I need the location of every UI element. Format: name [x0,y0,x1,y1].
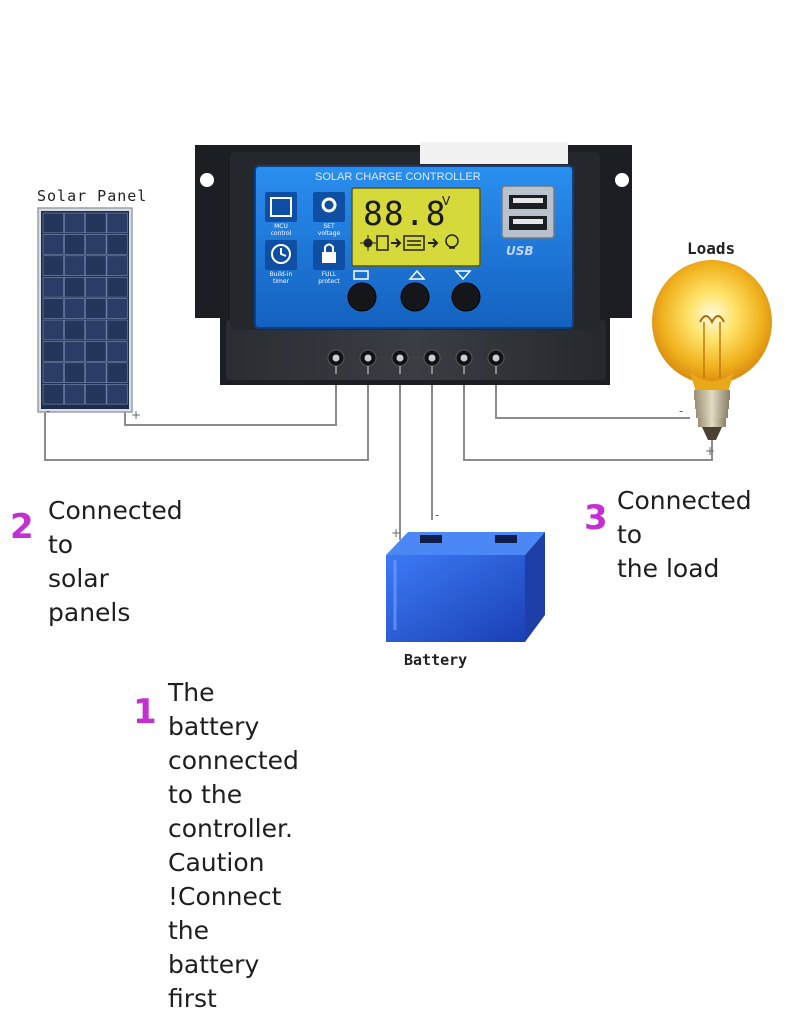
feature-protect-line2: protect [318,278,340,285]
solar-cell [106,298,128,319]
terminal-screw [487,349,505,374]
solar-cell [106,212,128,234]
diagram-graphics [37,142,772,642]
solar-cell [64,276,86,298]
up-button[interactable] [400,282,430,312]
lcd-unit: V [442,194,451,208]
feature-timer-line1: Build-in [269,271,293,278]
solar-cell [85,298,107,319]
terminal-screw [391,349,409,374]
solar-cell [42,212,64,234]
solar-cell [64,362,86,383]
feature-mcu-line2: control [270,230,292,237]
battery-label: Battery [404,651,468,669]
solar-cell [106,234,128,255]
terminal-screw [423,349,441,374]
battery-plus-mark: + [391,526,402,540]
wire-load-negative [495,372,690,419]
solar-cell [85,234,107,255]
solar-cell [42,383,64,405]
terminal-screw [327,349,345,374]
button-glyphs [353,269,472,281]
mini-panel-icon [376,235,389,251]
load-plus-mark: + [705,444,716,458]
wires [44,372,713,540]
solar-cell [42,276,64,298]
step-number-2: 2 [10,507,34,547]
step-2-line2: solar panels [48,564,131,627]
solar-cell [42,234,64,255]
solar-cell [64,383,86,405]
feature-set-line1: SET [323,223,335,230]
solar-cell [85,383,107,405]
battery-icon [386,532,545,642]
sun-icon [360,235,376,251]
solar-cell [64,341,86,362]
feature-timer-line2: timer [272,278,290,285]
mini-battery-icon [403,235,425,251]
solar-cell [42,341,64,362]
solar-cell [106,383,128,405]
solar-panel-label: Solar Panel [37,187,148,205]
solar-cell [85,362,107,383]
wire-panel-negative [44,372,369,461]
step-number-3: 3 [584,498,608,538]
solar-cell [85,276,107,298]
panel-plus-mark: + [131,408,142,422]
step-2-line1: Connected to [48,496,183,559]
battery-minus-mark: - [435,508,440,522]
solar-cell [106,362,128,383]
controller-title: SOLAR CHARGE CONTROLLER [315,171,481,183]
mini-bulb-icon [445,234,459,248]
step-number-1: 1 [133,692,157,732]
solar-cell [106,319,128,341]
chip-icon [265,192,297,222]
step-2-text: Connected to solar panels [48,494,183,630]
load-minus-mark: - [679,404,684,418]
charge-controller [195,142,632,385]
solar-cell [64,212,86,234]
feature-protect-line1: FULL [321,271,337,278]
terminals [327,349,505,374]
gear-icon [313,192,345,222]
menu-button[interactable] [347,282,377,312]
solar-cell [42,362,64,383]
solar-cell [64,319,86,341]
wire-load-positive [463,372,713,461]
solar-cell [64,234,86,255]
feature-set-line2: voltage [317,230,341,237]
step-3-text: Connected to the load [617,484,752,586]
usb-label: USB [506,244,534,258]
lcd-flow-icons [360,234,459,251]
terminal-screw [359,349,377,374]
step-1-line2: Caution !Connect the battery first [168,848,282,1013]
wire-panel-positive [124,372,337,426]
solar-cell [64,255,86,276]
solar-cell [85,319,107,341]
solar-cell [85,255,107,276]
feature-mcu-line1: MCU [274,223,288,230]
solar-cell [64,298,86,319]
step-1-line1: The battery connected to the controller. [168,678,299,843]
step-3-line1: Connected to [617,486,752,549]
step-1-text: The battery connected to the controller.… [168,676,299,1016]
light-bulb-icon [652,260,772,440]
solar-cell [85,212,107,234]
solar-cell [106,341,128,362]
solar-cell [106,276,128,298]
solar-cell [106,255,128,276]
step-3-line2: the load [617,554,720,583]
lcd-reading: 88.8 [363,194,447,233]
solar-cell [42,319,64,341]
panel-minus-mark: - [46,404,51,418]
solar-panel-icon [37,207,133,413]
usb-ports [501,185,555,239]
loads-label: Loads [687,239,736,258]
solar-cell [42,298,64,319]
down-button[interactable] [451,282,481,312]
terminal-screw [455,349,473,374]
wiring-diagram: Solar Panel Loads Battery SOLAR CHARGE C… [10,142,772,1013]
solar-cell [85,341,107,362]
solar-cell [42,255,64,276]
